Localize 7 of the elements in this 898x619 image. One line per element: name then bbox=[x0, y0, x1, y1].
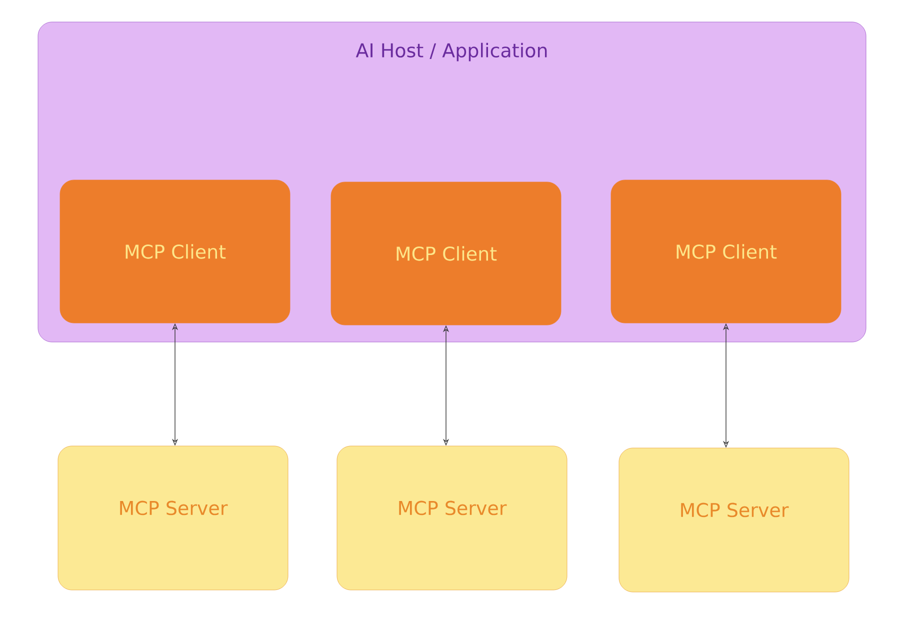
client-box: MCP Client bbox=[610, 180, 842, 324]
client-box: MCP Client bbox=[60, 180, 290, 324]
host-title: AI Host / Application bbox=[356, 42, 547, 62]
server-box: MCP Server bbox=[58, 446, 288, 590]
server-box: MCP Server bbox=[618, 448, 850, 592]
client-box: MCP Client bbox=[330, 182, 562, 326]
server-box: MCP Server bbox=[336, 446, 568, 590]
